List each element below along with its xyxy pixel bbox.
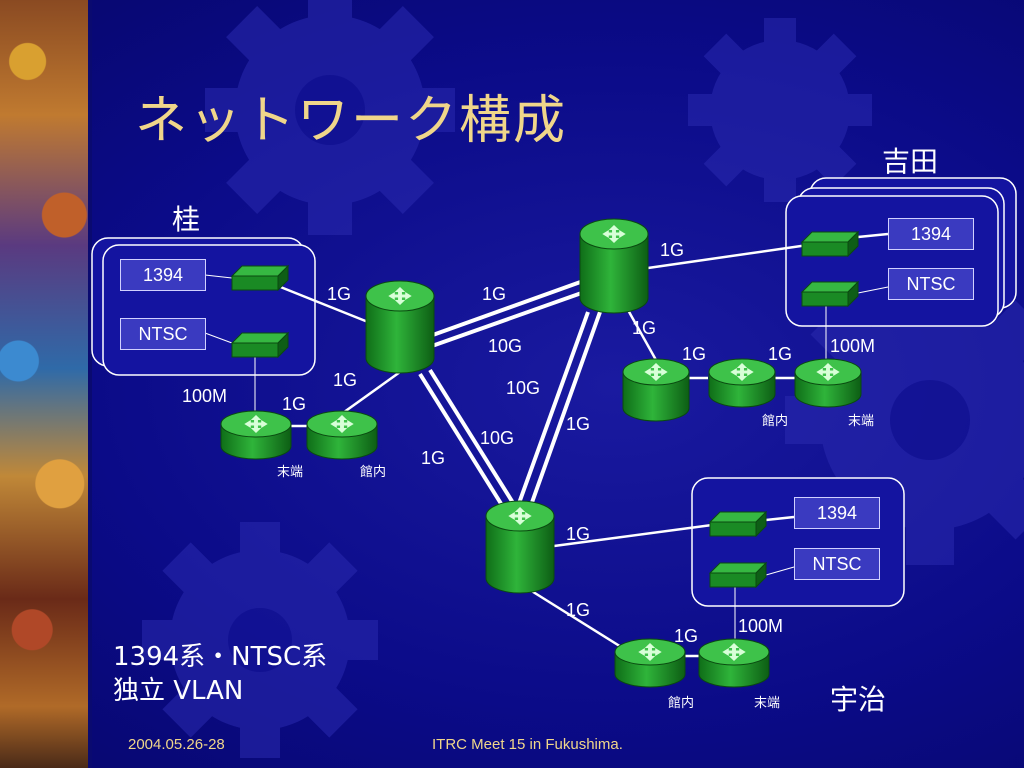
- link-label: 1G: [327, 284, 352, 304]
- page-title: ネットワーク構成: [135, 91, 568, 151]
- vlan-note: 1394系・NTSC系 独立 VLAN: [113, 640, 327, 708]
- switch-icon: [230, 331, 290, 359]
- site-label-uji: 宇治: [830, 683, 887, 716]
- router-icon: [794, 358, 862, 408]
- router-icon: [698, 638, 770, 688]
- link-label: 10G: [488, 336, 523, 356]
- uji-ntsc-box: NTSC: [794, 548, 880, 580]
- link-label: 1G: [682, 344, 707, 364]
- link-label: 1G: [282, 394, 307, 414]
- footer-event: ITRC Meet 15 in Fukushima.: [432, 736, 623, 753]
- decorative-strip: [0, 0, 92, 768]
- link-label: 10G: [480, 428, 515, 448]
- router-icon: [708, 358, 776, 408]
- link-label: 100M: [182, 386, 228, 406]
- link-label: 1G: [632, 318, 657, 338]
- core-router-icon: [485, 500, 555, 594]
- router-label: 館内: [762, 414, 789, 429]
- link-label: 1G: [566, 414, 591, 434]
- switch-icon: [230, 264, 290, 292]
- router-label: 末端: [754, 696, 781, 711]
- link-label: 100M: [738, 616, 784, 636]
- link-yoshida-local: [626, 309, 658, 361]
- vlan-note-line1: 1394系・NTSC系: [113, 642, 328, 672]
- gear-icon: [688, 18, 872, 202]
- router-icon: [220, 410, 292, 460]
- link-katsura-switch: [277, 284, 369, 324]
- link-label: 1G: [566, 524, 591, 544]
- router-label: 末端: [848, 414, 875, 429]
- link-trunk-katsura-yoshida: [429, 278, 587, 338]
- router-label: 末端: [277, 465, 304, 480]
- yoshida-1394-box: 1394: [888, 218, 974, 250]
- router-icon: [614, 638, 686, 688]
- vlan-note-line2: 独立 VLAN: [113, 676, 244, 706]
- switch-icon: [708, 561, 768, 589]
- link-katsura-local: [339, 370, 401, 417]
- switch-icon: [708, 510, 768, 538]
- router-label: 館内: [668, 696, 695, 711]
- link-uji-switch: [553, 523, 713, 548]
- link-trunk-yoshida-uji: [516, 311, 590, 507]
- link-label: 1G: [421, 448, 446, 468]
- katsura-ntsc-box: NTSC: [120, 318, 206, 350]
- link-label: 1G: [566, 600, 591, 620]
- link-uji-local: [529, 588, 627, 652]
- site-label-katsura: 桂: [172, 203, 201, 236]
- link-label: 1G: [333, 370, 358, 390]
- katsura-1394-box: 1394: [120, 259, 206, 291]
- switch-icon: [800, 230, 860, 258]
- link-yoshida-switch: [647, 243, 809, 270]
- link-label: 1G: [660, 240, 685, 260]
- switch-icon: [800, 280, 860, 308]
- link-label: 1G: [674, 626, 699, 646]
- footer-date: 2004.05.26-28: [128, 736, 225, 753]
- yoshida-ntsc-box: NTSC: [888, 268, 974, 300]
- site-label-yoshida: 吉田: [882, 145, 939, 178]
- link-label: 1G: [482, 284, 507, 304]
- link-label: 100M: [830, 336, 876, 356]
- link-trunk-katsura-uji: [418, 372, 507, 512]
- router-icon: [306, 410, 378, 460]
- core-router-icon: [365, 280, 435, 374]
- link-label: 1G: [768, 344, 793, 364]
- uji-1394-box: 1394: [794, 497, 880, 529]
- router-label: 館内: [360, 465, 387, 480]
- router-icon: [622, 358, 690, 422]
- core-router-icon: [579, 218, 649, 314]
- link-label: 10G: [506, 378, 541, 398]
